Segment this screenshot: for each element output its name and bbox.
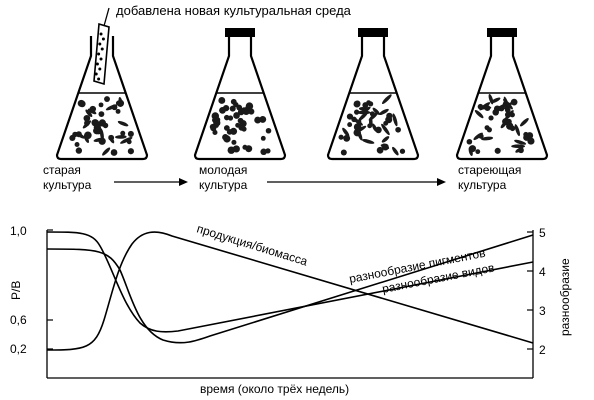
arrow-young-to-aging <box>267 178 446 186</box>
left-tick-label: 1,0 <box>10 224 27 238</box>
stage-old-line2: культура <box>43 178 92 192</box>
curve-species-diversity <box>46 231 534 333</box>
chart: 1,0 0,6 0,2 5 4 3 2 P/B разнообразие вре… <box>9 221 572 396</box>
stage-aging-line1: стареющая <box>458 163 521 177</box>
label-production-biomass: продукция/биомасса <box>195 221 309 268</box>
stage-old-line1: старая <box>43 163 81 177</box>
flask-aging-culture <box>455 28 549 161</box>
left-tick-label: 0,2 <box>10 342 27 356</box>
flask-old-culture <box>55 36 149 161</box>
stage-aging-line2: культура <box>458 178 507 192</box>
curve-pigment-diversity <box>46 231 534 351</box>
right-tick-label: 5 <box>539 226 546 240</box>
y-axis-left-title: P/B <box>9 281 23 300</box>
y-axis-right-title: разнообразие <box>558 258 572 336</box>
flasks-row <box>55 28 549 161</box>
right-tick-label: 4 <box>539 265 546 279</box>
x-axis-title: время (около трёх недель) <box>200 382 349 396</box>
right-tick-label: 3 <box>539 304 546 318</box>
flask-young-culture <box>193 28 287 161</box>
flask-middle-culture <box>326 28 420 161</box>
curve-production-biomass <box>46 234 534 344</box>
left-tick-label: 0,6 <box>10 313 27 327</box>
stage-young-line2: культура <box>199 178 248 192</box>
new-medium-note: добавлена новая культуральная среда <box>116 3 352 18</box>
stage-young-line1: молодая <box>199 163 247 177</box>
pipette-icon <box>93 7 110 86</box>
arrow-old-to-young <box>114 178 188 186</box>
right-tick-label: 2 <box>539 343 546 357</box>
